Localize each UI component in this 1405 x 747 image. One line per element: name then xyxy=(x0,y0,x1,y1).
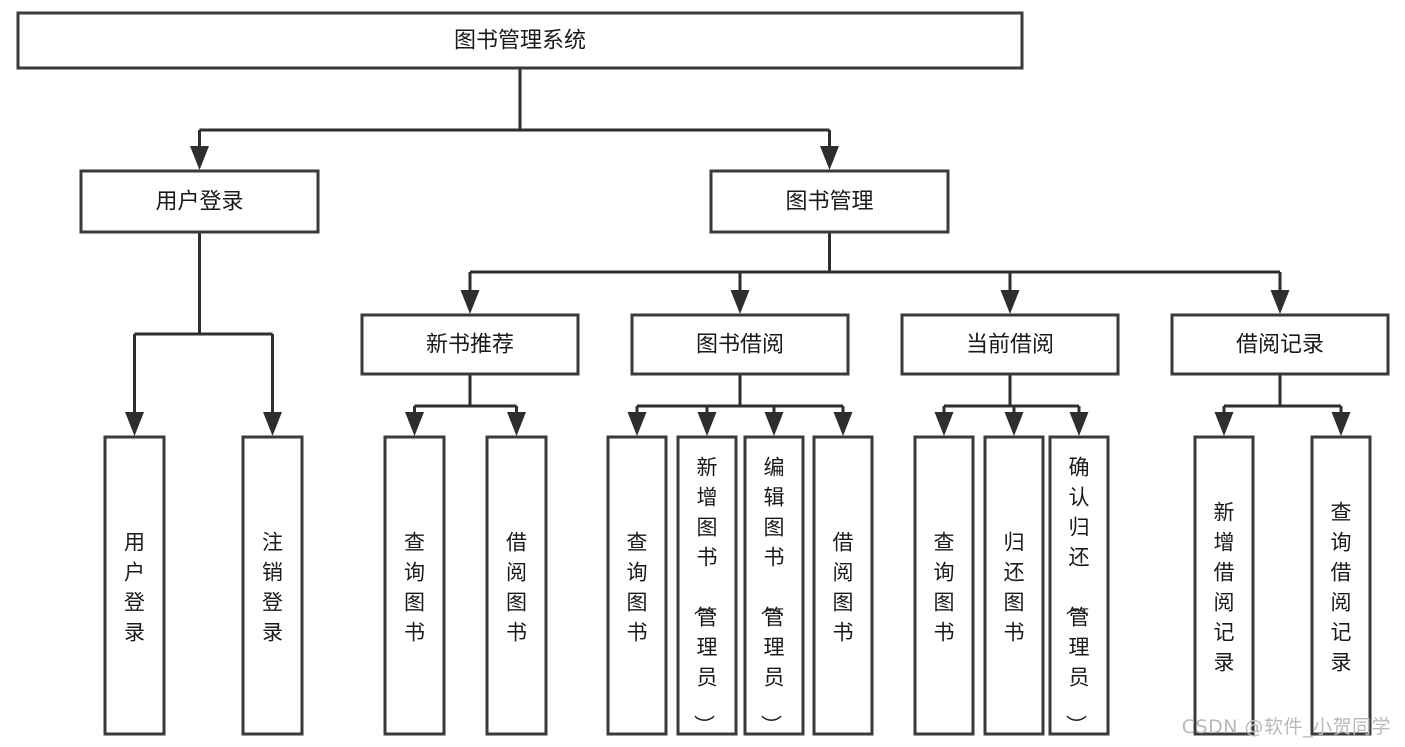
arrow-head-icon xyxy=(764,412,784,436)
node-label: 查询图书 xyxy=(404,531,425,645)
node-label: 借阅图书 xyxy=(833,531,854,645)
arrow-head-icon xyxy=(1004,412,1024,436)
arrow-head-icon xyxy=(697,412,717,436)
node-current-borrow[interactable]: 当前借阅 xyxy=(900,313,1120,376)
node-user-login[interactable]: 用户登录 xyxy=(79,169,320,234)
arrow-head-icon xyxy=(833,412,853,436)
arrow-head-icon xyxy=(125,412,144,436)
node-label: 注销登录 xyxy=(262,531,283,645)
node-root[interactable]: 图书管理系统 xyxy=(16,11,1024,70)
node-label: 新增图书（管理员） xyxy=(692,456,718,736)
node-label: 新增借阅记录 xyxy=(1214,501,1235,675)
node-leaf-borrow-book[interactable]: 借阅图书 xyxy=(812,435,874,736)
watermark-label: CSDN @软件_小贺同学 xyxy=(1181,716,1391,738)
node-box xyxy=(900,313,1120,376)
node-box xyxy=(383,435,446,736)
node-box xyxy=(241,435,304,736)
arrow-head-icon xyxy=(1270,290,1290,314)
node-box xyxy=(676,435,738,736)
node-box xyxy=(606,435,668,736)
node-box xyxy=(360,313,580,376)
node-box xyxy=(709,169,950,234)
arrow-head-icon xyxy=(460,290,480,314)
node-leaf-add-book[interactable]: 新增图书（管理员） xyxy=(676,435,738,736)
node-leaf-query-book-cur[interactable]: 查询图书 xyxy=(913,435,975,736)
arrow-head-icon xyxy=(405,412,424,436)
node-borrow-record[interactable]: 借阅记录 xyxy=(1170,313,1390,376)
arrow-head-icon xyxy=(1214,412,1234,436)
node-leaf-query-record[interactable]: 查询借阅记录 xyxy=(1310,435,1372,736)
node-box xyxy=(743,435,805,736)
node-label: 用户登录 xyxy=(155,190,243,215)
node-box xyxy=(79,169,320,234)
node-leaf-add-record[interactable]: 新增借阅记录 xyxy=(1193,435,1255,736)
arrow-head-icon xyxy=(1331,412,1351,436)
node-label: 确认归还（管理员） xyxy=(1064,456,1090,736)
node-box xyxy=(16,11,1024,70)
node-box xyxy=(485,435,548,736)
node-leaf-edit-book[interactable]: 编辑图书（管理员） xyxy=(743,435,805,736)
node-label: 图书管理系统 xyxy=(454,29,586,54)
node-leaf-user-login[interactable]: 用户登录 xyxy=(103,435,166,736)
node-book-borrow[interactable]: 图书借阅 xyxy=(630,313,850,376)
node-label: 编辑图书（管理员） xyxy=(759,456,785,736)
node-leaf-query-book-rec[interactable]: 查询图书 xyxy=(383,435,446,736)
arrow-head-icon xyxy=(1000,290,1020,314)
arrow-head-icon xyxy=(820,146,839,170)
node-label: 借阅记录 xyxy=(1236,333,1324,358)
node-label: 归还图书 xyxy=(1004,531,1025,645)
node-leaf-return-book[interactable]: 归还图书 xyxy=(983,435,1045,736)
node-box xyxy=(1310,435,1372,736)
node-box xyxy=(630,313,850,376)
arrow-head-icon xyxy=(1069,412,1089,436)
node-label: 借阅图书 xyxy=(506,531,527,645)
arrow-head-icon xyxy=(627,412,647,436)
arrow-head-icon xyxy=(934,412,954,436)
node-label: 查询借阅记录 xyxy=(1331,501,1352,675)
node-label: 查询图书 xyxy=(934,531,955,645)
node-box xyxy=(1193,435,1255,736)
arrow-head-icon xyxy=(190,146,209,170)
node-box xyxy=(983,435,1045,736)
arrow-head-icon xyxy=(263,412,282,436)
node-leaf-logout[interactable]: 注销登录 xyxy=(241,435,304,736)
arrow-head-icon xyxy=(507,412,526,436)
node-box xyxy=(812,435,874,736)
node-label: 用户登录 xyxy=(124,531,145,645)
connector-layer xyxy=(125,68,1351,436)
node-box xyxy=(913,435,975,736)
node-label: 图书管理 xyxy=(785,190,873,215)
node-label: 图书借阅 xyxy=(696,333,784,358)
node-box xyxy=(1170,313,1390,376)
node-box xyxy=(1048,435,1110,736)
node-layer: 图书管理系统用户登录图书管理新书推荐图书借阅当前借阅借阅记录用户登录注销登录查询… xyxy=(16,11,1390,736)
node-label: 当前借阅 xyxy=(966,333,1054,358)
node-book-manage[interactable]: 图书管理 xyxy=(709,169,950,234)
node-label: 新书推荐 xyxy=(426,333,514,358)
node-label: 查询图书 xyxy=(627,531,648,645)
node-leaf-confirm-return[interactable]: 确认归还（管理员） xyxy=(1048,435,1110,736)
node-leaf-borrow-book-rec[interactable]: 借阅图书 xyxy=(485,435,548,736)
node-box xyxy=(103,435,166,736)
node-new-book-recommend[interactable]: 新书推荐 xyxy=(360,313,580,376)
arrow-head-icon xyxy=(730,290,750,314)
node-leaf-query-book-borrow[interactable]: 查询图书 xyxy=(606,435,668,736)
